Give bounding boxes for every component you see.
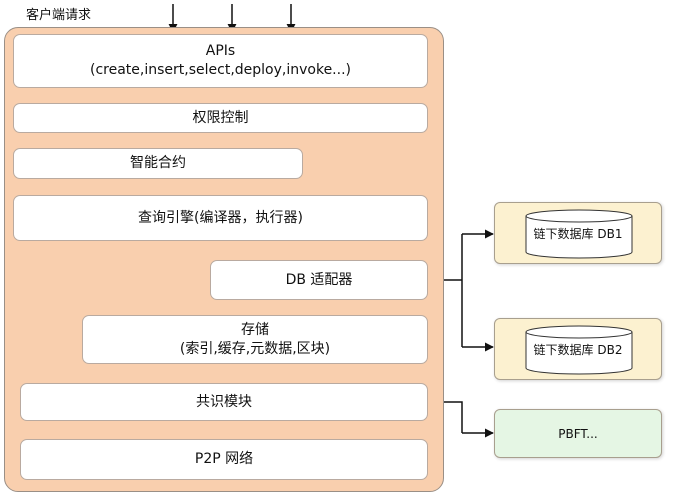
database-cylinder-icon xyxy=(525,325,633,375)
client-request-label: 客户端请求 xyxy=(26,8,92,23)
access-control-box: 权限控制 xyxy=(13,103,428,133)
query-engine-label: 查询引擎(编译器，执行器) xyxy=(138,209,303,226)
offchain-db1-box: 链下数据库 DB1 xyxy=(494,202,662,264)
pbft-label: PBFT... xyxy=(558,426,598,441)
apis-title: APIs xyxy=(205,43,236,59)
consensus-box: 共识模块 xyxy=(20,383,428,421)
db-adapter-box: DB 适配器 xyxy=(210,260,428,300)
apis-box: APIs (create,insert,select,deploy,invoke… xyxy=(13,34,428,88)
p2p-network-label: P2P 网络 xyxy=(194,451,254,467)
apis-methods: (create,insert,select,deploy,invoke...) xyxy=(90,62,351,78)
db-adapter-label: DB 适配器 xyxy=(285,271,353,288)
offchain-db2-label: 链下数据库 DB2 xyxy=(533,343,623,357)
query-engine-box: 查询引擎(编译器，执行器) xyxy=(13,195,428,241)
pbft-box: PBFT... xyxy=(494,409,662,458)
storage-title: 存储 xyxy=(241,321,269,338)
smart-contract-label: 智能合约 xyxy=(130,155,186,171)
database-cylinder-icon xyxy=(525,209,633,259)
p2p-network-box: P2P 网络 xyxy=(20,439,428,480)
storage-contents: (索引,缓存,元数据,区块) xyxy=(179,340,331,357)
offchain-db1-label: 链下数据库 DB1 xyxy=(533,227,623,241)
smart-contract-box: 智能合约 xyxy=(13,148,303,179)
storage-box: 存储 (索引,缓存,元数据,区块) xyxy=(82,315,428,364)
access-control-label: 权限控制 xyxy=(192,109,249,126)
offchain-db2-box: 链下数据库 DB2 xyxy=(494,318,662,380)
consensus-label: 共识模块 xyxy=(196,393,252,410)
